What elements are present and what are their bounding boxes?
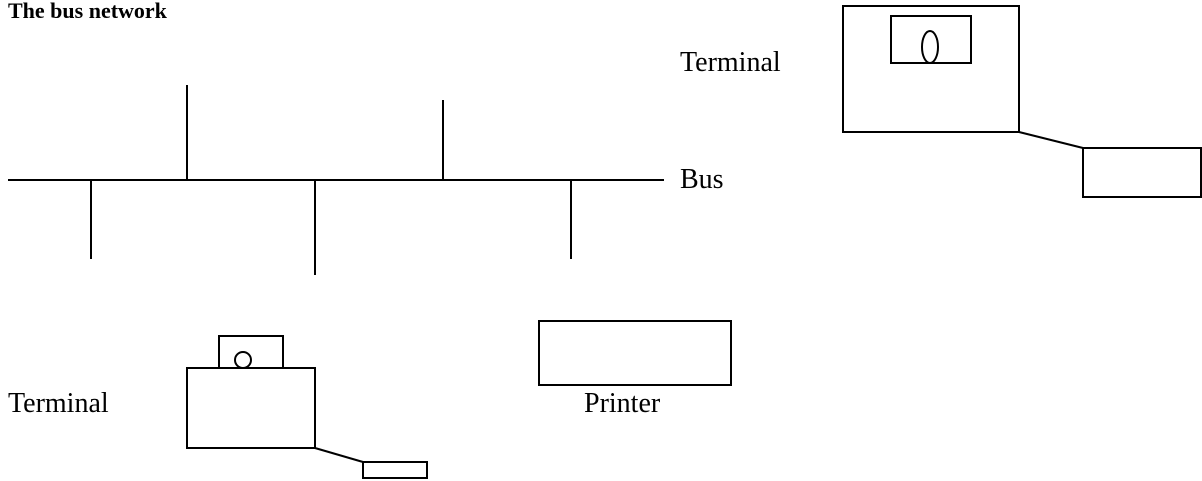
terminal-label-top: Terminal <box>680 47 781 78</box>
terminal-bottom-keyboard <box>362 461 428 479</box>
terminal-bottom-body <box>186 367 316 449</box>
printer-box <box>538 320 732 386</box>
terminal-bottom-screen-circle <box>234 351 252 369</box>
terminal-top-keyboard <box>1082 147 1202 198</box>
bus-label: Bus <box>680 164 724 195</box>
terminal-bottom-keyboard-cable <box>314 447 364 463</box>
printer-label: Printer <box>584 388 661 419</box>
terminal-top-screen-oval <box>921 30 939 64</box>
terminal-label-bottom: Terminal <box>8 388 109 419</box>
diagram-title: The bus network <box>8 0 167 23</box>
terminal-top-keyboard-cable <box>1018 131 1084 149</box>
